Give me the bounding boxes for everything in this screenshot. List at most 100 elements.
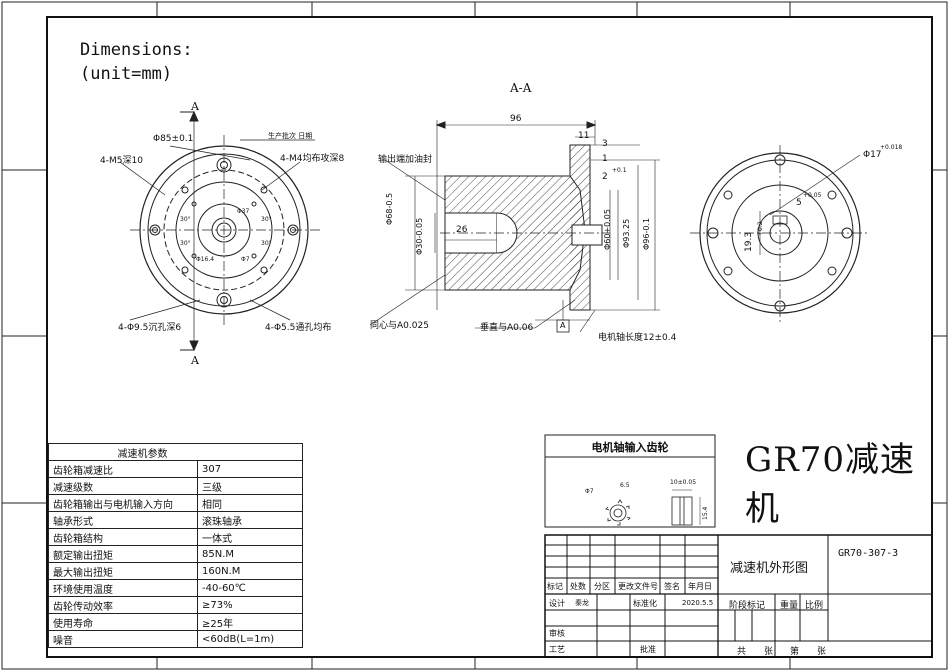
front-view xyxy=(119,110,320,352)
param-name: 环境使用温度 xyxy=(48,579,198,597)
param-value: 一体式 xyxy=(197,528,303,546)
dimensions-unit: (unit=mm) xyxy=(80,64,173,84)
dimensions-title: Dimensions: xyxy=(80,40,193,60)
through-label: 4-Φ5.5通孔均布 xyxy=(265,323,332,333)
tb-standard: 标准化 xyxy=(633,599,657,608)
pcd-label: Φ85±0.1 xyxy=(153,134,194,144)
angle-label: 30° xyxy=(261,216,272,223)
param-name: 使用寿命 xyxy=(48,613,198,631)
tb-zone: 分区 xyxy=(594,582,610,591)
dia-93-label: Φ93.25 xyxy=(622,218,631,248)
section-view xyxy=(369,120,660,333)
tb-date-header: 年月日 xyxy=(688,582,712,591)
table-row: 环境使用温度-40-60℃ xyxy=(48,579,303,597)
dia-96-label: Φ96-0.1 xyxy=(642,217,651,250)
dia-30-label: Φ30-0.05 xyxy=(415,217,424,255)
gear-sketch xyxy=(605,489,701,526)
param-value: <60dB(L=1m) xyxy=(197,630,303,648)
rear-view xyxy=(690,145,870,325)
tb-approve: 批准 xyxy=(640,645,656,654)
params-heading: 减速机参数 xyxy=(48,443,303,461)
param-name: 齿轮传动效率 xyxy=(48,596,198,614)
oil-seal-label: 输出端加油封 xyxy=(378,155,433,165)
param-name: 最大输出扭矩 xyxy=(48,562,198,580)
length-96-label: 96 xyxy=(510,114,522,124)
dia-17-label: Φ17 xyxy=(863,150,882,160)
production-label: 生产批次 日期 xyxy=(268,132,313,140)
tb-change-doc: 更改文件号 xyxy=(618,582,658,591)
tb-sheets: 张 xyxy=(764,647,774,657)
tb-weight: 重量 xyxy=(780,601,799,611)
gear-width-label: 6.5 xyxy=(620,482,630,489)
section-mark-bottom: A xyxy=(191,354,199,367)
param-value: ≥25年 xyxy=(197,613,303,631)
table-row: 噪音<60dB(L=1m) xyxy=(48,630,303,648)
tb-sign: 签名 xyxy=(664,582,680,591)
tb-process: 工艺 xyxy=(549,645,565,654)
param-value: ≥73% xyxy=(197,596,303,614)
table-row: 使用寿命≥25年 xyxy=(48,613,303,631)
param-value: 160N.M xyxy=(197,562,303,580)
param-name: 轴承形式 xyxy=(48,511,198,529)
param-value: 85N.M xyxy=(197,545,303,563)
drawing-number: GR70-307-3 xyxy=(838,548,899,559)
perpendicular-label: 垂直与A0.06 xyxy=(480,323,534,333)
inner-dia-label: Φ37 xyxy=(237,208,250,215)
drawing-name: 减速机外形图 xyxy=(730,561,809,576)
dim-19-tol: +0.2 xyxy=(757,221,764,236)
dim-19-label: 19.3 xyxy=(744,231,754,252)
tb-designer: 秦龙 xyxy=(575,599,589,607)
tb-count: 处数 xyxy=(570,582,586,591)
tb-scale: 比例 xyxy=(805,601,824,611)
dia-60-label: Φ60+0.05 xyxy=(603,209,612,250)
tb-stage: 阶段标记 xyxy=(729,601,766,611)
table-row: 减速级数三级 xyxy=(48,477,303,495)
model-title: GR70减速机 xyxy=(745,440,916,529)
tap-holes-label: 4-M5深10 xyxy=(100,156,143,166)
tb-sheet-no: 第 xyxy=(790,647,800,657)
tb-mark: 标记 xyxy=(547,582,563,591)
param-name: 齿轮箱减速比 xyxy=(48,460,198,478)
param-name: 额定输出扭矩 xyxy=(48,545,198,563)
dim-11-label: 11 xyxy=(578,131,590,141)
pin-dia-label: Φ7 xyxy=(241,256,250,263)
table-row: 齿轮箱输出与电机输入方向相同 xyxy=(48,494,303,512)
key-5-label: 5 xyxy=(796,198,802,208)
table-row: 齿轮箱结构一体式 xyxy=(48,528,303,546)
m4-label: 4-M4均布攻深8 xyxy=(280,154,345,164)
table-row: 轴承形式滚珠轴承 xyxy=(48,511,303,529)
param-value: 相同 xyxy=(197,494,303,512)
angle-label: 30° xyxy=(180,240,191,247)
gear-box-title: 电机轴输入齿轮 xyxy=(591,441,669,454)
param-name: 减速级数 xyxy=(48,477,198,495)
tb-sheet-unit: 张 xyxy=(817,647,827,657)
depth-26-label: 26 xyxy=(456,225,468,235)
section-title: A-A xyxy=(510,81,532,95)
inner-border xyxy=(46,16,933,658)
param-value: 滚珠轴承 xyxy=(197,511,303,529)
datum-a-label: A xyxy=(560,321,566,330)
dim-2-label: 2 xyxy=(602,172,608,182)
tb-total: 共 xyxy=(737,647,747,657)
title-block-grid xyxy=(544,534,933,658)
param-value: 三级 xyxy=(197,477,303,495)
dia-17-tol: +0.018 xyxy=(880,144,903,151)
gear-length-label: 10±0.05 xyxy=(670,479,697,486)
param-value: -40-60℃ xyxy=(197,579,303,597)
param-value: 307 xyxy=(197,460,303,478)
table-row: 齿轮传动效率≥73% xyxy=(48,596,303,614)
param-name: 噪音 xyxy=(48,630,198,648)
tb-design: 设计 xyxy=(549,599,565,608)
gear-height-label: 15.4 xyxy=(702,506,709,520)
gear-dia-label: Φ7 xyxy=(585,488,594,495)
dim-3-label: 3 xyxy=(602,139,608,149)
param-name: 齿轮箱输出与电机输入方向 xyxy=(48,494,198,512)
angle-label: 30° xyxy=(261,240,272,247)
shaft-length-label: 电机轴长度12±0.4 xyxy=(598,333,677,343)
